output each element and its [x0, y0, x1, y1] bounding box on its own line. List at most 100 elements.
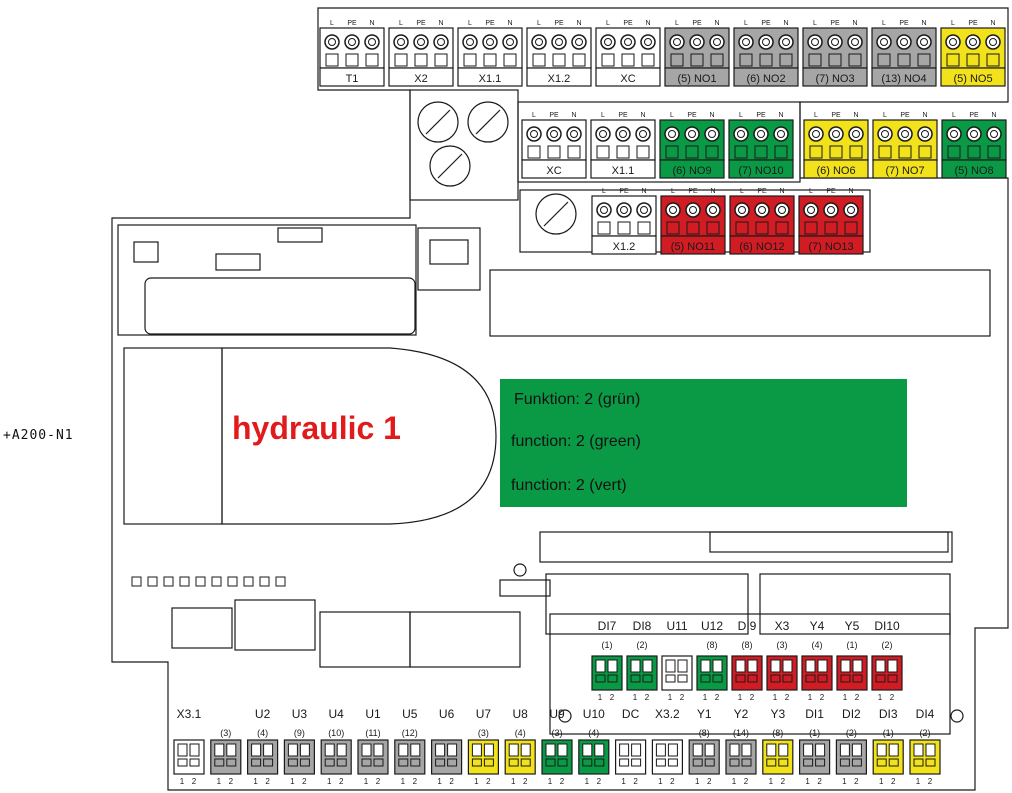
- io-count: (3): [777, 640, 788, 650]
- screw-icon: [876, 34, 892, 50]
- io-pin-label: 2: [854, 777, 859, 786]
- screw-icon: [705, 202, 721, 218]
- io-pin-label: 1: [805, 777, 810, 786]
- screw-icon: [965, 34, 981, 50]
- pin-label: L: [602, 188, 606, 195]
- io-name: Y5: [845, 619, 860, 633]
- pin-label: N: [853, 112, 858, 119]
- io-pin-label: 1: [548, 777, 553, 786]
- io-pin-label: 2: [820, 693, 825, 702]
- screw-icon: [843, 202, 859, 218]
- pin-label: L: [952, 112, 956, 119]
- io-pin-label: 2: [376, 777, 381, 786]
- pin-label: N: [709, 112, 714, 119]
- io-name: U10: [583, 707, 605, 721]
- io-name: DI9: [738, 619, 757, 633]
- pin-label: L: [675, 20, 679, 27]
- io-pin-label: 1: [843, 693, 848, 702]
- pin-label: L: [670, 112, 674, 119]
- pin-label: N: [714, 20, 719, 27]
- io-name: U4: [329, 707, 345, 721]
- io-name: X3.2: [655, 707, 680, 721]
- io-name: DI8: [633, 619, 652, 633]
- screw-icon: [482, 34, 498, 50]
- screw-icon: [986, 126, 1002, 142]
- pin-label: L: [671, 188, 675, 195]
- io-count: (8): [742, 640, 753, 650]
- io-name: DI3: [879, 707, 898, 721]
- io-pin-label: 2: [855, 693, 860, 702]
- pin-label: N: [507, 20, 512, 27]
- io-pin-label: 1: [217, 777, 222, 786]
- io-pin-label: 2: [670, 777, 675, 786]
- io-pin-label: 1: [808, 693, 813, 702]
- screw-icon: [808, 126, 824, 142]
- io-name: U9: [549, 707, 565, 721]
- pin-label: L: [883, 112, 887, 119]
- screw-icon: [828, 126, 844, 142]
- io-pin-label: 2: [781, 777, 786, 786]
- terminal-label: (5) NO11: [671, 241, 715, 253]
- pin-label: N: [778, 112, 783, 119]
- pin-label: L: [606, 20, 610, 27]
- screw-icon: [774, 202, 790, 218]
- io-pin-label: 2: [302, 777, 307, 786]
- screw-icon: [433, 34, 449, 50]
- io-name: U11: [666, 619, 687, 633]
- pin-label: PE: [830, 20, 840, 27]
- io-name: Y3: [770, 707, 785, 721]
- screw-icon: [803, 202, 819, 218]
- screw-icon: [897, 126, 913, 142]
- io-pin-label: 1: [621, 777, 626, 786]
- pin-label: L: [813, 20, 817, 27]
- io-pin-label: 1: [474, 777, 479, 786]
- pin-label: PE: [623, 20, 633, 27]
- pin-label: L: [882, 20, 886, 27]
- terminal-label: (6) NO9: [672, 165, 711, 177]
- io-pin-label: 1: [180, 777, 185, 786]
- io-pin-label: 2: [744, 777, 749, 786]
- io-pin-label: 1: [658, 777, 663, 786]
- pin-label: PE: [969, 112, 979, 119]
- pin-label: PE: [485, 20, 495, 27]
- screw-icon: [669, 34, 685, 50]
- pin-label: N: [779, 188, 784, 195]
- pin-label: PE: [688, 188, 698, 195]
- io-name: DI4: [916, 707, 935, 721]
- terminal-label: X1.1: [479, 73, 502, 85]
- io-pin-label: 1: [916, 777, 921, 786]
- pin-label: PE: [968, 20, 978, 27]
- io-name: U2: [255, 707, 271, 721]
- io-name: X3.1: [177, 707, 202, 721]
- pin-label: PE: [416, 20, 426, 27]
- io-pin-label: 2: [449, 777, 454, 786]
- io-count: (9): [294, 728, 305, 738]
- io-name: DI7: [598, 619, 617, 633]
- pin-label: N: [921, 20, 926, 27]
- terminal-label: (7) NO3: [815, 73, 854, 85]
- io-pin-label: 1: [253, 777, 258, 786]
- io-pin-label: 2: [633, 777, 638, 786]
- io-count: (4): [812, 640, 823, 650]
